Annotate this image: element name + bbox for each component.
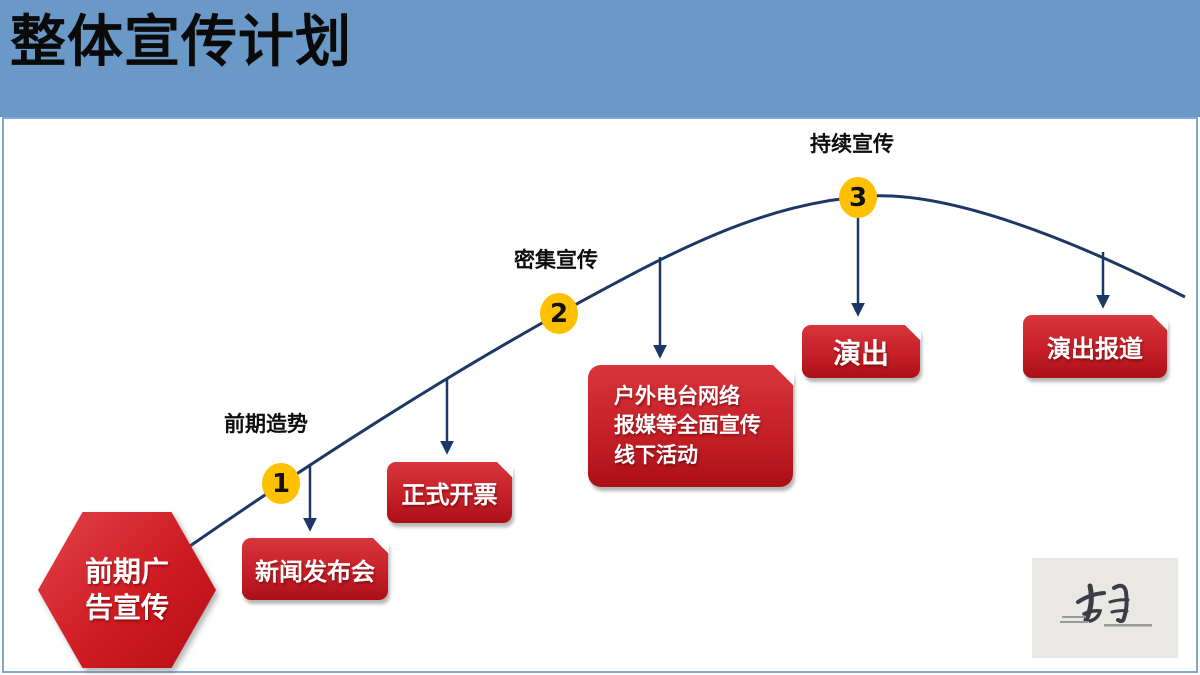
- performance-report-label: 演出报道: [1047, 335, 1143, 363]
- hexagon-label-line1: 前期广: [84, 554, 169, 588]
- slide-header: 整体宣传计划: [0, 0, 1200, 117]
- hexagon-label-line2: 告宣传: [84, 591, 169, 624]
- press-conference-label: 新闻发布会: [255, 557, 375, 586]
- media-campaign-line2: 报媒等全面宣传: [614, 413, 761, 438]
- ticket-launch-box: 正式开票: [387, 461, 513, 523]
- hexagon-shape: 前期广 告宣传: [38, 512, 216, 668]
- milestone-circle-3: 3: [839, 177, 877, 218]
- timeline-curve: [189, 194, 1186, 548]
- press-conference-box: 新闻发布会: [242, 537, 389, 600]
- phase-label-intensive-promo: 密集宣传: [514, 248, 598, 272]
- ticket-launch-label: 正式开票: [401, 481, 498, 509]
- performance-label: 演出: [832, 336, 889, 370]
- media-campaign-line3: 线下活动: [614, 442, 698, 467]
- media-campaign-line1: 户外电台网络: [614, 383, 740, 408]
- corner-snip: [904, 324, 921, 341]
- milestone-circle-2: 2: [540, 293, 578, 334]
- corner-snip: [1151, 314, 1168, 331]
- performance-report-box: 演出报道: [1023, 314, 1168, 378]
- phase-label-early-momentum: 前期造势: [224, 412, 308, 436]
- company-logo: [1032, 558, 1178, 658]
- page-title: 整体宣传计划: [10, 9, 352, 75]
- media-campaign-box: 户外电台网络 报媒等全面宣传 线下活动: [588, 364, 794, 487]
- start-hexagon: 前期广 告宣传: [38, 512, 216, 668]
- milestone-circle-1: 1: [262, 463, 300, 504]
- calligraphy-logo-mark: [1060, 583, 1152, 627]
- corner-snip: [496, 461, 513, 478]
- corner-snip: [772, 364, 794, 386]
- phase-label-continuous-promo: 持续宣传: [810, 132, 894, 156]
- performance-box: 演出: [802, 324, 921, 378]
